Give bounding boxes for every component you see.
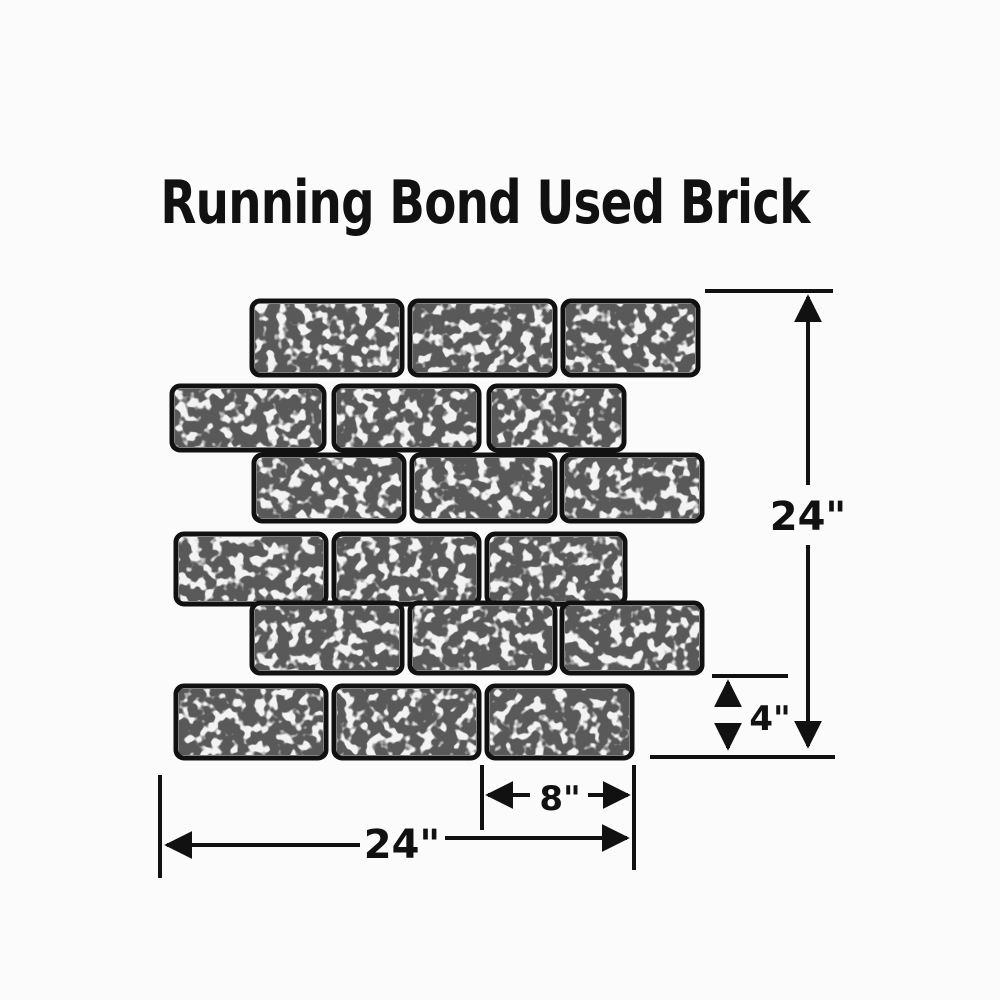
brick (484, 683, 635, 761)
diagram-title: Running Bond Used Brick (160, 168, 810, 238)
brick-texture (565, 458, 699, 518)
brick (331, 683, 482, 761)
brick (249, 298, 405, 378)
brick-height-label: 4" (749, 699, 790, 739)
brick-texture (255, 606, 399, 670)
brick-outline (407, 298, 558, 378)
brick-outline (484, 683, 635, 761)
brick-texture (337, 537, 476, 601)
brick-texture (490, 689, 629, 755)
brick-outline (559, 600, 705, 676)
brick (484, 531, 628, 607)
brick (173, 531, 329, 607)
brick-outline (560, 298, 701, 378)
brick-texture (255, 304, 399, 372)
brick-texture (179, 537, 323, 601)
brick (249, 600, 405, 676)
brick-height-dimension (712, 674, 788, 751)
width-dimension (158, 775, 630, 878)
brick-outline (331, 683, 482, 761)
brick (173, 683, 329, 761)
brick (407, 298, 558, 378)
brick (331, 383, 482, 453)
brick-outline (173, 531, 329, 607)
brick-outline (169, 383, 327, 453)
brick-outline (251, 452, 407, 524)
brick-texture (413, 606, 552, 670)
width-total-label: 24" (364, 822, 441, 868)
brick-outline (249, 298, 405, 378)
brick-outline (173, 683, 329, 761)
brick-texture (175, 389, 321, 447)
brick (331, 531, 482, 607)
brick-texture (413, 304, 552, 372)
brick (560, 298, 701, 378)
brick-outline (409, 452, 558, 524)
brick-outline (486, 383, 627, 453)
brick-texture (490, 537, 622, 601)
brick (409, 452, 558, 524)
brick (407, 600, 558, 676)
brick-outline (331, 383, 482, 453)
brick-outline (249, 600, 405, 676)
brick-outline (407, 600, 558, 676)
brick-outline (559, 452, 705, 524)
height-dimension (650, 289, 835, 759)
brick-length-label: 8" (539, 779, 580, 819)
brick-texture (337, 689, 476, 755)
brick (559, 600, 705, 676)
brick-length-dimension (480, 765, 636, 870)
brick-texture (565, 606, 699, 670)
brick-wall (169, 298, 705, 761)
brick-texture (337, 389, 476, 447)
brick-texture (566, 304, 695, 372)
brick-texture (415, 458, 552, 518)
brick-texture (492, 389, 621, 447)
brick-outline (484, 531, 628, 607)
brick (486, 383, 627, 453)
brick (169, 383, 327, 453)
height-total-label: 24" (770, 494, 847, 540)
brick (251, 452, 407, 524)
brick-texture (179, 689, 323, 755)
brick (559, 452, 705, 524)
brick-texture (257, 458, 401, 518)
brick-outline (331, 531, 482, 607)
